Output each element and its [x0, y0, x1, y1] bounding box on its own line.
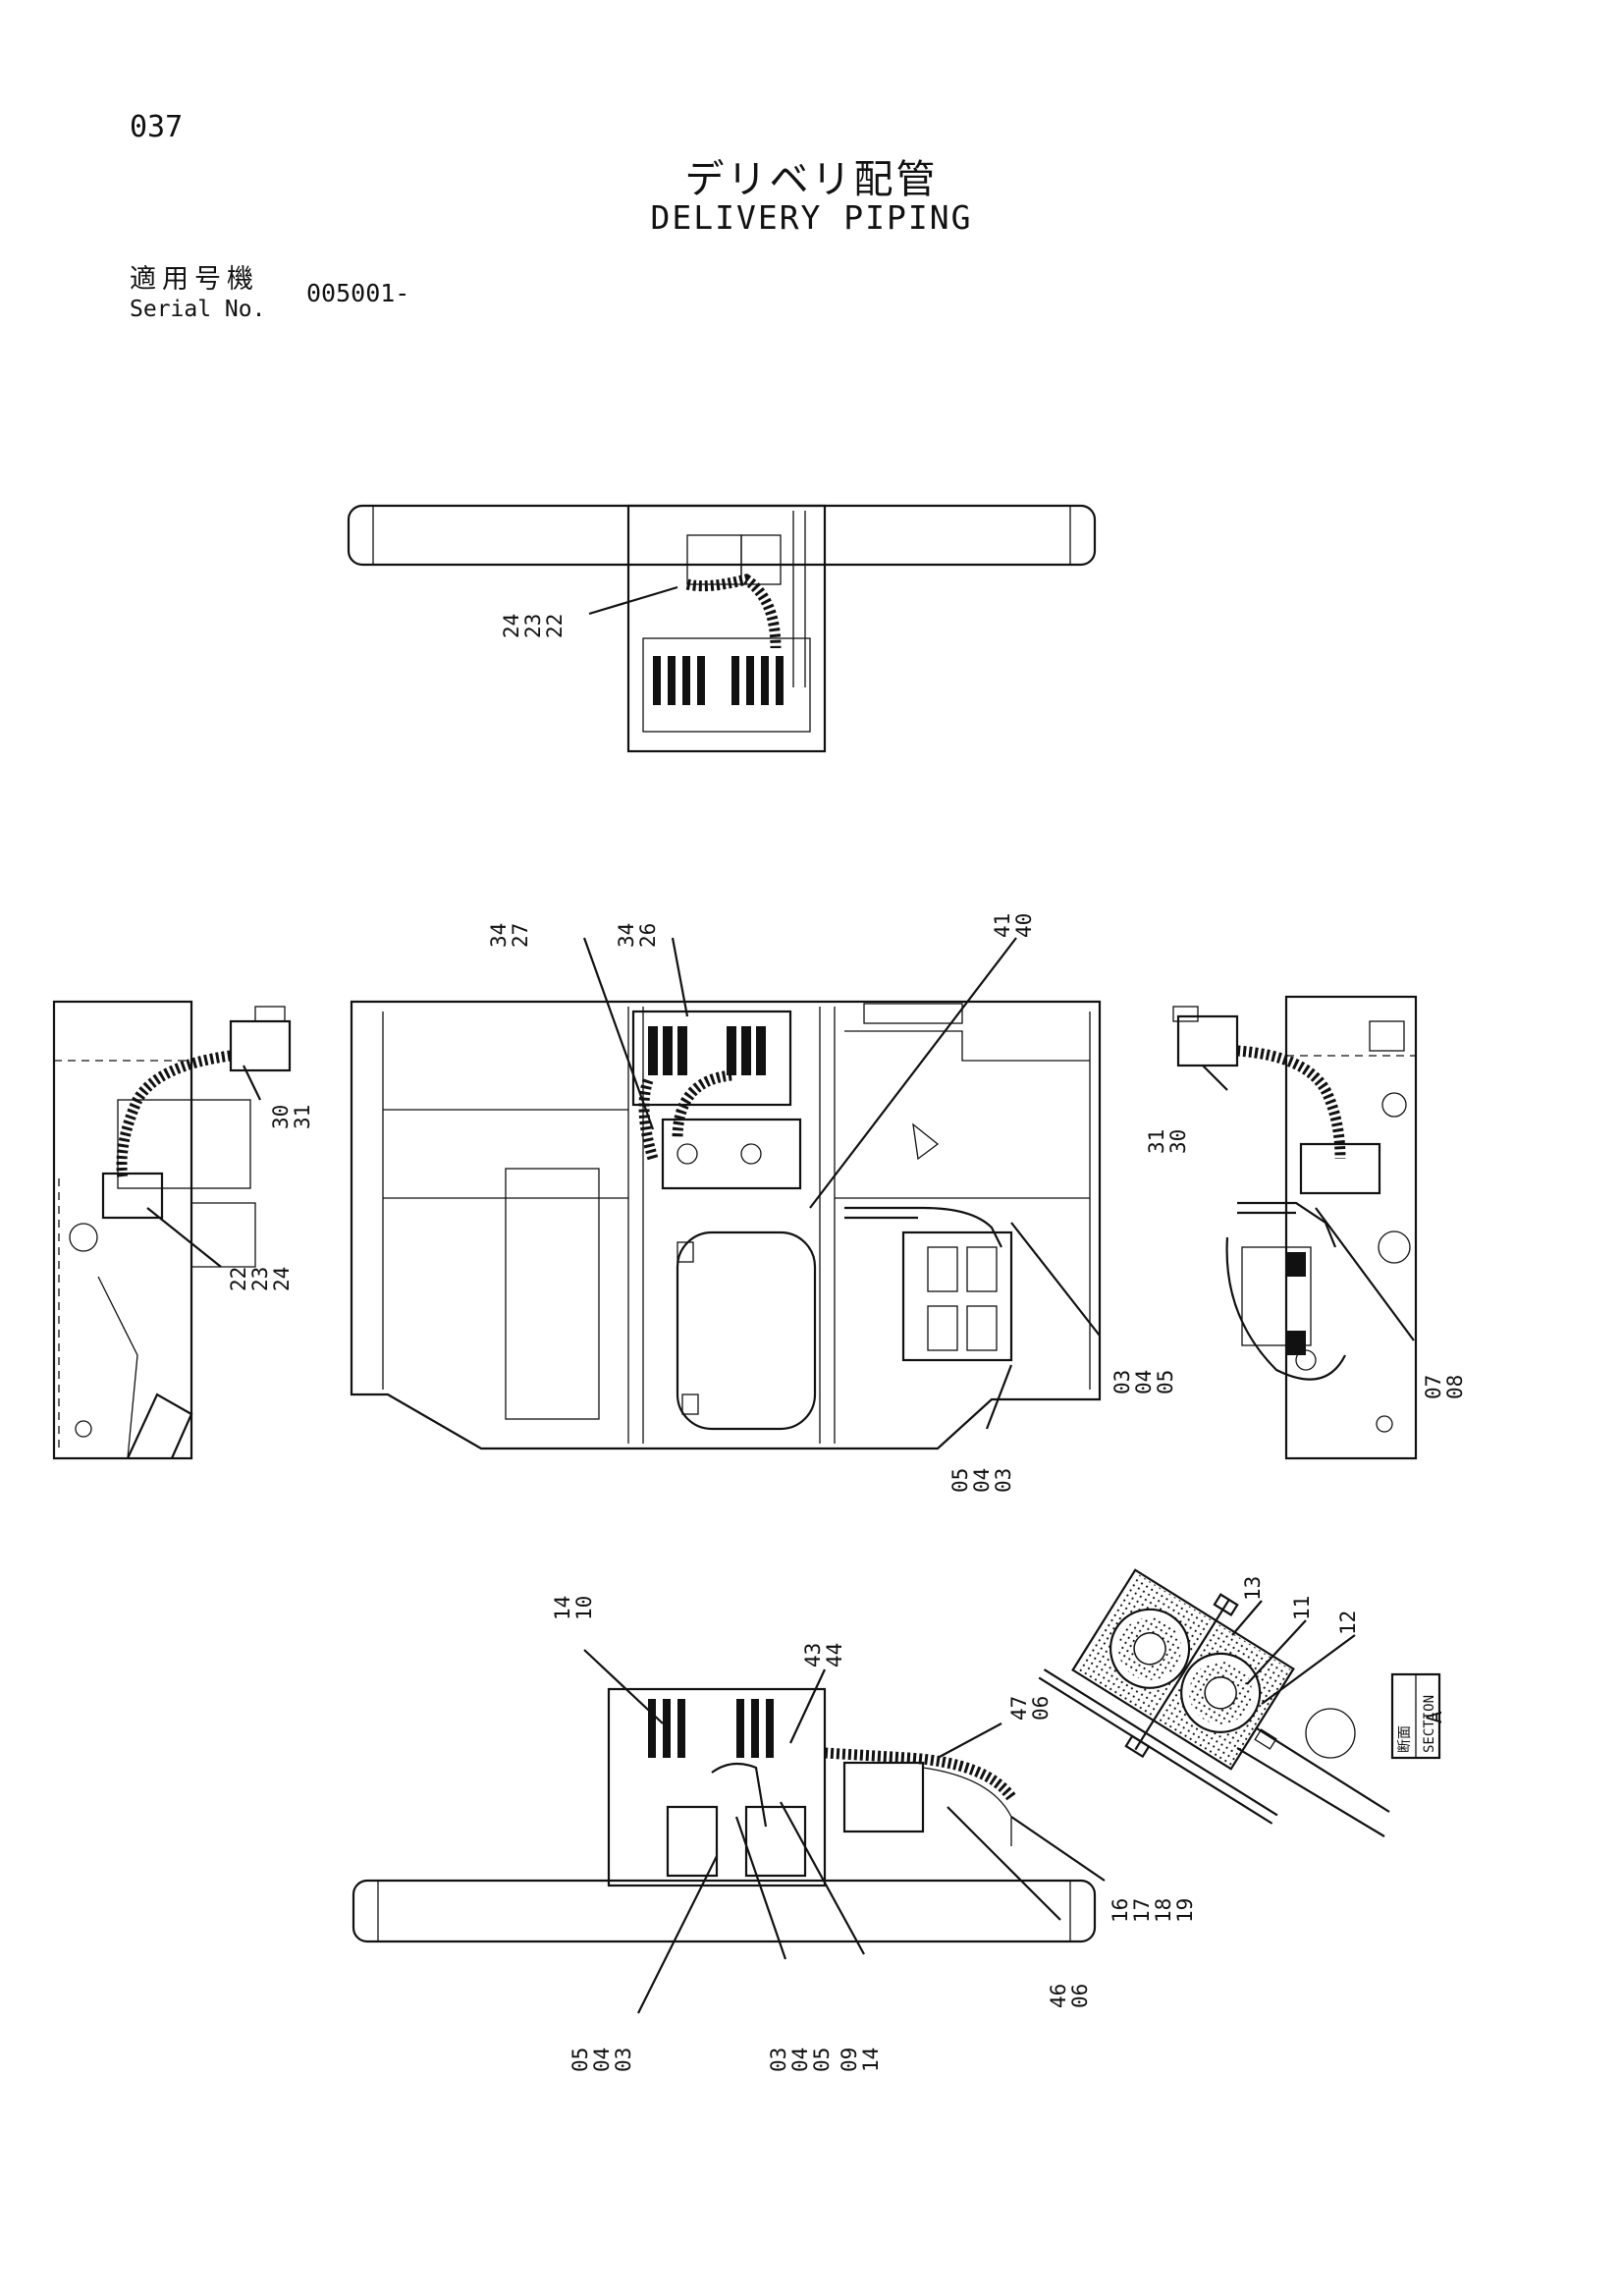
bottom-view-hose — [824, 1747, 1016, 1801]
callout-bottom-16: 16 — [1109, 1898, 1132, 1923]
bottom-view-frame-beam — [352, 1879, 1097, 1943]
serial-label-english: Serial No. — [130, 297, 266, 322]
top-view: 24 23 22 — [347, 504, 1097, 753]
right-view-fitting — [1299, 1142, 1381, 1195]
left-view-fitting — [101, 1172, 164, 1220]
callout-right-31: 31 — [1145, 1129, 1168, 1154]
bottom-view-cylinder-right — [744, 1805, 807, 1878]
right-view-frame — [1284, 995, 1418, 1460]
callout-top-22: 22 — [543, 614, 567, 638]
top-view-valve-body — [626, 504, 827, 753]
left-side-view: 30 31 22 23 24 — [52, 1000, 314, 1460]
callout-bottom-44: 44 — [823, 1643, 846, 1667]
section-a-label-box: 断面 SECTION — [1390, 1672, 1441, 1760]
serial-number-range: 005001- — [306, 279, 410, 307]
center-view-arrow — [912, 1122, 940, 1161]
callout-bottom-05a: 05 — [810, 2048, 834, 2072]
callout-bottom-06b: 06 — [1068, 1984, 1092, 2008]
serial-label-japanese: 適用号機 — [130, 264, 259, 295]
callout-center-26: 26 — [636, 923, 660, 948]
callout-right-07: 07 — [1422, 1375, 1445, 1399]
section-label-english: SECTION — [1422, 1695, 1437, 1753]
callout-center-34a: 34 — [487, 923, 511, 948]
callout-bottom-03a: 03 — [767, 2048, 790, 2072]
page-title-japanese: デリベリ配管 — [684, 157, 939, 202]
callout-section-12: 12 — [1336, 1611, 1360, 1635]
left-view-hose — [116, 1050, 232, 1179]
section-letter: A — [1423, 1711, 1446, 1723]
section-a-bolt — [1134, 1599, 1230, 1751]
callout-center-03a: 03 — [1110, 1370, 1134, 1394]
center-view-hose-2 — [638, 1078, 659, 1161]
bottom-view: 14 10 43 44 47 06 16 17 18 19 46 06 09 1… — [352, 1596, 1197, 2072]
callout-center-03b: 03 — [992, 1468, 1015, 1493]
callout-center-05b: 05 — [948, 1468, 972, 1493]
section-a-detail: 13 11 12 断面 SECTION A — [1038, 1568, 1446, 1837]
callout-left-31: 31 — [291, 1105, 314, 1129]
center-view-pipe — [844, 1206, 1002, 1248]
callout-bottom-14a: 14 — [551, 1596, 574, 1620]
callout-center-04a: 04 — [1132, 1370, 1156, 1394]
callout-bottom-03b: 03 — [612, 2048, 635, 2072]
left-view-valve — [229, 1019, 292, 1072]
top-view-hose — [685, 574, 782, 649]
callout-bottom-04a: 04 — [788, 2048, 812, 2072]
callout-section-11: 11 — [1290, 1596, 1314, 1620]
center-view-pump — [901, 1230, 1013, 1362]
left-view-frame — [52, 1000, 193, 1460]
center-view-frame — [350, 1000, 1102, 1450]
callout-left-23: 23 — [248, 1267, 272, 1291]
callout-bottom-10: 10 — [572, 1596, 596, 1620]
callout-right-08: 08 — [1443, 1375, 1467, 1399]
center-view-manifold — [661, 1118, 802, 1190]
bottom-view-motor — [842, 1761, 925, 1833]
center-plan-view: 34 27 34 26 41 40 03 04 05 05 04 03 — [350, 913, 1177, 1493]
callout-left-30: 30 — [269, 1105, 293, 1129]
callout-bottom-47: 47 — [1007, 1696, 1031, 1721]
callout-left-22: 22 — [227, 1267, 250, 1291]
callout-center-04b: 04 — [970, 1468, 994, 1493]
callout-bottom-06a: 06 — [1029, 1696, 1053, 1721]
bottom-view-valve-body — [607, 1687, 827, 1887]
callout-left-24: 24 — [270, 1267, 294, 1291]
callout-bottom-18: 18 — [1152, 1898, 1175, 1923]
callout-bottom-09: 09 — [838, 2048, 861, 2072]
center-view-hose-1 — [672, 1069, 732, 1140]
right-view-hose — [1236, 1045, 1346, 1160]
callout-center-05a: 05 — [1154, 1370, 1177, 1394]
right-view-valve — [1176, 1014, 1239, 1067]
callout-top-23: 23 — [521, 614, 545, 638]
callout-bottom-14b: 14 — [859, 2048, 883, 2072]
callout-bottom-43: 43 — [801, 1643, 825, 1667]
callout-center-40: 40 — [1012, 913, 1036, 938]
callout-center-34b: 34 — [615, 923, 638, 948]
section-a-clamp-body — [1071, 1568, 1295, 1771]
callout-center-27: 27 — [509, 923, 532, 948]
top-view-leader-line — [588, 585, 678, 616]
callout-section-13: 13 — [1241, 1576, 1265, 1601]
center-view-control-valve — [631, 1010, 792, 1107]
page-number: 037 — [130, 110, 184, 144]
section-label-japanese: 断面 — [1397, 1725, 1413, 1753]
right-view-pump-housing — [1225, 1236, 1346, 1381]
callout-bottom-46: 46 — [1047, 1984, 1070, 2008]
callout-center-41: 41 — [991, 913, 1014, 938]
callout-bottom-19: 19 — [1173, 1898, 1197, 1923]
right-side-view: 31 30 07 08 — [1145, 995, 1467, 1460]
callout-bottom-04b: 04 — [590, 2048, 614, 2072]
center-view-opening — [676, 1230, 817, 1431]
callout-top-24: 24 — [500, 614, 523, 638]
callout-right-30: 30 — [1166, 1129, 1190, 1154]
callout-bottom-17: 17 — [1130, 1898, 1154, 1923]
page-title-english: DELIVERY PIPING — [650, 198, 973, 237]
callout-bottom-05b: 05 — [568, 2048, 592, 2072]
bottom-view-cylinder-left — [666, 1805, 719, 1878]
